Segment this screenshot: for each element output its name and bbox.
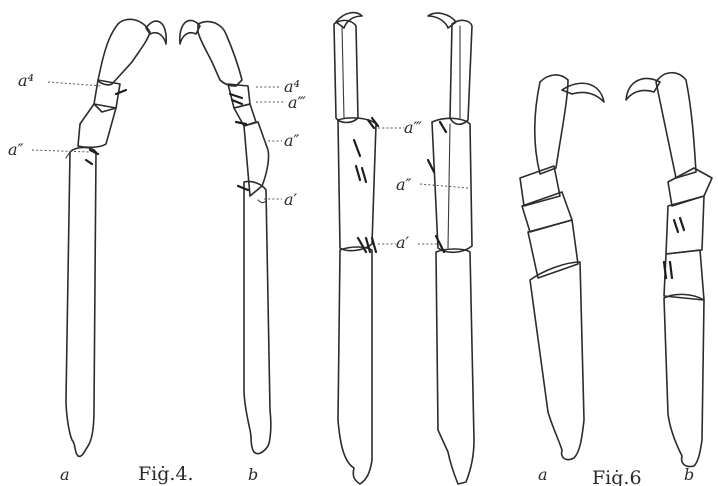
fig6-a-view-letter: a: [538, 465, 548, 484]
middle-label-2: a″: [396, 175, 412, 194]
middle-right-tarsus: [450, 20, 472, 124]
fig6-a-femur: [530, 262, 584, 460]
fig6-leg-a: a: [520, 75, 604, 484]
fig4-b-label-4: a′: [284, 190, 298, 209]
middle-label-3: a′: [396, 233, 410, 252]
fig4-a-femur: [66, 148, 96, 457]
fig6-b-view-letter: b: [684, 465, 694, 484]
middle-left-tibia: [338, 118, 376, 251]
fig6-caption: Fiġ.6: [592, 467, 642, 486]
middle-label-1: a‴: [404, 118, 423, 137]
fig4-caption: Fiġ.4.: [138, 463, 194, 485]
middle-right-femur: [436, 249, 474, 484]
fig4-b-label-3: a″: [284, 131, 300, 150]
fig6-b-claw: [626, 79, 660, 100]
fig4-a-segment-3: [78, 104, 116, 147]
fig4-b-claw: [180, 20, 200, 44]
fig6-leg-b: b: [626, 73, 712, 484]
fig4-b-distal-segment: [198, 22, 242, 86]
fig6-b-tarsus: [656, 73, 696, 178]
fig6-b-femur: [664, 294, 704, 466]
fig4-leg-b: a⁴ a‴ a″ a′ b: [180, 20, 307, 484]
fig4-a-label-top: a⁴: [18, 71, 34, 90]
fig4-leg-a: a⁴ a″ a: [8, 19, 166, 484]
fig4-b-femur: [244, 181, 271, 453]
fig4-a-view-letter: a: [60, 465, 70, 484]
middle-leg-pair: a‴ a″ a′: [334, 13, 474, 484]
fig4-a-distal-segment: [98, 19, 150, 84]
middle-left-tarsus: [334, 20, 358, 122]
fig4-b-label-2: a‴: [288, 93, 307, 112]
fig4-b-segment-2: [244, 122, 269, 196]
middle-left-femur: [338, 247, 372, 484]
fig4-a-label-bottom: a″: [8, 140, 24, 159]
fig6-b-segment-2: [664, 250, 704, 300]
fig6-b-segment-3: [666, 196, 704, 254]
fig6-a-segment-2: [528, 220, 578, 278]
fig4-b-view-letter: b: [248, 465, 258, 484]
